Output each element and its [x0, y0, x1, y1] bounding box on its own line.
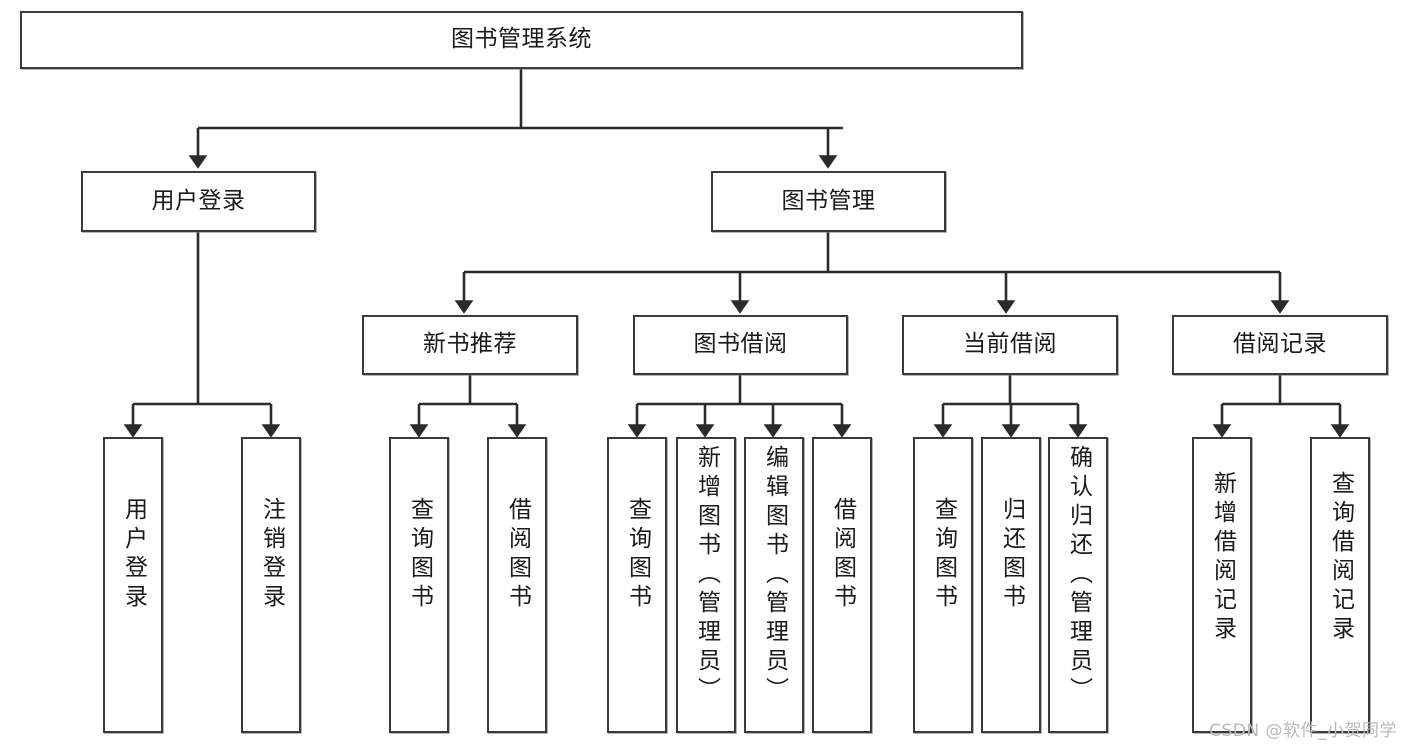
node-current-borrow-label: 当前借阅	[963, 331, 1057, 358]
node-leaf-query-book-1[interactable]: 查询图书	[389, 437, 449, 733]
node-root[interactable]: 图书管理系统	[20, 11, 1023, 69]
node-book-manage[interactable]: 图书管理	[711, 171, 946, 232]
node-leaf-edit-book-label: 编辑图书（管理员）	[761, 445, 788, 706]
node-leaf-edit-book[interactable]: 编辑图书（管理员）	[744, 437, 804, 733]
node-user-login[interactable]: 用户登录	[81, 171, 316, 232]
node-leaf-add-record[interactable]: 新增借阅记录	[1192, 437, 1252, 733]
node-leaf-borrow-book-2[interactable]: 借阅图书	[812, 437, 872, 733]
node-leaf-query-book-2[interactable]: 查询图书	[607, 437, 667, 733]
node-book-borrow-label: 图书借阅	[693, 331, 788, 358]
node-leaf-add-book-label: 新增图书（管理员）	[693, 445, 720, 706]
node-leaf-borrow-book-2-label: 借阅图书	[829, 497, 856, 613]
node-book-manage-label: 图书管理	[781, 187, 876, 214]
node-new-book-rec-label: 新书推荐	[423, 331, 517, 358]
node-leaf-query-book-3[interactable]: 查询图书	[913, 437, 973, 733]
node-leaf-confirm-return-label: 确认归还（管理员）	[1065, 445, 1092, 706]
node-leaf-user-login-label: 用户登录	[120, 497, 147, 613]
node-leaf-return-book[interactable]: 归还图书	[981, 437, 1041, 733]
node-leaf-user-login[interactable]: 用户登录	[103, 437, 163, 733]
node-leaf-query-book-1-label: 查询图书	[406, 497, 433, 613]
node-current-borrow[interactable]: 当前借阅	[902, 315, 1118, 375]
node-leaf-add-book[interactable]: 新增图书（管理员）	[676, 437, 736, 733]
node-borrow-record-label: 借阅记录	[1233, 331, 1327, 358]
node-leaf-borrow-book-1-label: 借阅图书	[504, 497, 531, 613]
node-leaf-return-book-label: 归还图书	[998, 497, 1025, 613]
node-leaf-query-record[interactable]: 查询借阅记录	[1310, 437, 1370, 733]
node-book-borrow[interactable]: 图书借阅	[633, 315, 848, 375]
node-leaf-query-book-3-label: 查询图书	[930, 497, 957, 613]
node-root-label: 图书管理系统	[451, 26, 592, 53]
node-leaf-confirm-return[interactable]: 确认归还（管理员）	[1048, 437, 1108, 733]
node-leaf-borrow-book-1[interactable]: 借阅图书	[487, 437, 547, 733]
node-user-login-label: 用户登录	[151, 187, 246, 214]
node-leaf-logout[interactable]: 注销登录	[241, 437, 301, 733]
node-borrow-record[interactable]: 借阅记录	[1172, 315, 1388, 375]
node-leaf-logout-label: 注销登录	[258, 497, 285, 613]
node-new-book-rec[interactable]: 新书推荐	[362, 315, 578, 375]
node-leaf-add-record-label: 新增借阅记录	[1209, 471, 1236, 645]
node-leaf-query-book-2-label: 查询图书	[624, 497, 651, 613]
node-leaf-query-record-label: 查询借阅记录	[1327, 471, 1354, 645]
